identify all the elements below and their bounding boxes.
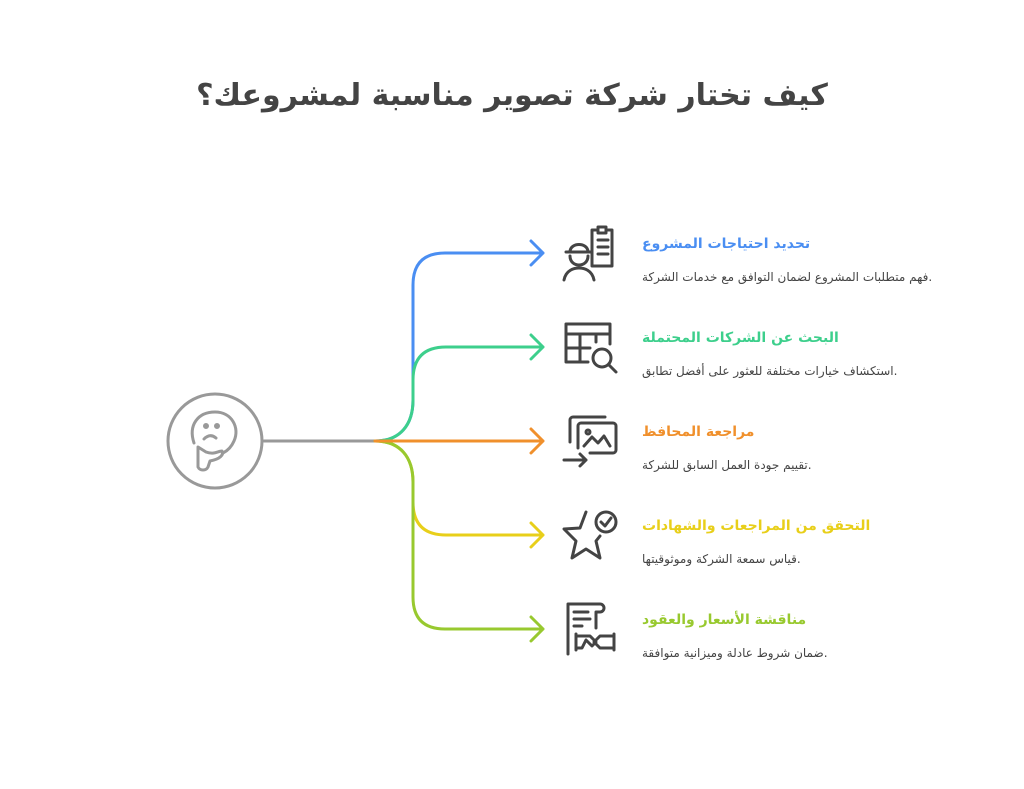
step-1: تحديد احتياجات المشروع فهم متطلبات المشر…: [642, 236, 932, 284]
step-title: مراجعة المحافظ: [642, 424, 755, 440]
connector-2: [373, 333, 545, 443]
star-check-icon: [562, 510, 618, 560]
diagram-title: كيف تختار شركة تصوير مناسبة لمشروعك؟: [196, 78, 828, 113]
step-description: تقييم جودة العمل السابق للشركة.: [642, 458, 812, 472]
worker-clipboard-icon: [562, 225, 614, 282]
connector-1: [373, 239, 545, 443]
step-description: استكشاف خيارات مختلفة للعثور على أفضل تط…: [642, 364, 898, 378]
step-3: مراجعة المحافظ تقييم جودة العمل السابق ل…: [642, 424, 812, 472]
step-title: البحث عن الشركات المحتملة: [642, 330, 839, 346]
connector-3: [373, 427, 545, 455]
step-2: البحث عن الشركات المحتملة استكشاف خيارات…: [642, 330, 897, 378]
step-description: ضمان شروط عادلة وميزانية متوافقة.: [642, 646, 828, 660]
step-5: مناقشة الأسعار والعقود ضمان شروط عادلة و…: [642, 612, 828, 660]
table-search-icon: [564, 322, 618, 374]
step-4: التحقق من المراجعات والشهادات قياس سمعة …: [642, 518, 870, 566]
connector-4: [373, 439, 545, 549]
image-gallery-arrow-icon: [562, 415, 618, 468]
thinking-face-icon: [166, 392, 264, 490]
connector-5: [373, 439, 545, 643]
step-title: تحديد احتياجات المشروع: [642, 236, 811, 252]
step-title: مناقشة الأسعار والعقود: [642, 612, 807, 628]
step-title: التحقق من المراجعات والشهادات: [642, 518, 871, 534]
step-description: فهم متطلبات المشروع لضمان التوافق مع خدم…: [642, 270, 933, 284]
contract-handshake-icon: [566, 602, 616, 656]
step-description: قياس سمعة الشركة وموثوقيتها.: [642, 552, 801, 566]
